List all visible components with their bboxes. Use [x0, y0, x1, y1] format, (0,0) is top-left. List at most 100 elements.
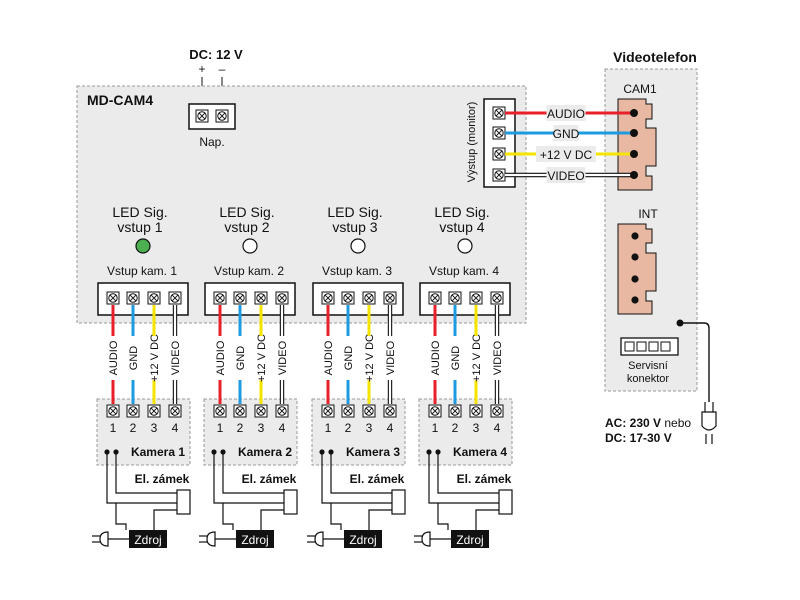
signal-led [457, 238, 473, 254]
cam1-connector [617, 98, 657, 191]
signal-label: +12 V DC [471, 334, 483, 382]
supply-caption: Nap. [199, 135, 224, 149]
input-label: Vstup kam. 4 [429, 264, 499, 278]
camera-label: Kamera 4 [453, 445, 507, 459]
signal-label: VIDEO [385, 340, 397, 375]
signal-led [242, 238, 258, 254]
terminal-number: 4 [172, 421, 179, 435]
lock-icon [176, 489, 191, 515]
videophone-title: Videotelefon [613, 49, 697, 65]
terminal-number: 2 [237, 421, 244, 435]
terminal-number: 3 [151, 421, 158, 435]
input-label: Vstup kam. 1 [107, 264, 177, 278]
led-input-label: vstup 4 [439, 219, 484, 235]
service-label-2: konektor [627, 373, 670, 385]
camera-label: Kamera 3 [346, 445, 400, 459]
terminal-number: 1 [432, 421, 439, 435]
service-label-1: Servisní [628, 360, 668, 372]
supply-terminal [188, 103, 236, 130]
signal-label: VIDEO [492, 340, 504, 375]
terminal-number: 1 [217, 421, 224, 435]
plug-icon [421, 531, 431, 547]
signal-label: +12 V DC [256, 334, 268, 382]
lock-icon [498, 489, 513, 515]
terminal-number: 4 [494, 421, 501, 435]
led-input-label: vstup 1 [117, 219, 162, 235]
camera-label: Kamera 1 [131, 445, 185, 459]
signal-label: GND [450, 346, 462, 371]
terminal-number: 2 [130, 421, 137, 435]
led-label: LED Sig. [112, 204, 167, 220]
signal-label: VIDEO [170, 340, 182, 375]
terminal-number: 4 [279, 421, 286, 435]
signal-led [135, 238, 151, 254]
signal-label: GND [343, 346, 355, 371]
plug-icon [206, 531, 216, 547]
lock-label: El. zámek [135, 472, 190, 486]
signal-label: GND [128, 346, 140, 371]
output-signal-label: GND [553, 127, 580, 141]
signal-label: VIDEO [277, 340, 289, 375]
led-label: LED Sig. [327, 204, 382, 220]
supply-label: DC: 12 V [189, 47, 243, 62]
cam-connector-label: CAM1 [623, 82, 657, 96]
service-connector [620, 337, 679, 356]
input-label: Vstup kam. 3 [322, 264, 392, 278]
signal-label: AUDIO [215, 340, 227, 375]
plug-icon [314, 531, 324, 547]
terminal-number: 3 [473, 421, 480, 435]
led-label: LED Sig. [219, 204, 274, 220]
led-input-label: vstup 3 [332, 219, 377, 235]
signal-label: AUDIO [108, 340, 120, 375]
supply-plus: + [198, 62, 205, 76]
power-supply-label: Zdroj [349, 533, 376, 547]
videophone-power-line1: AC: 230 V nebo [605, 416, 691, 430]
lock-label: El. zámek [457, 472, 512, 486]
signal-label: +12 V DC [149, 334, 161, 382]
signal-label: +12 V DC [364, 334, 376, 382]
terminal-number: 1 [110, 421, 117, 435]
lock-label: El. zámek [350, 472, 405, 486]
terminal-number: 4 [387, 421, 394, 435]
output-signal-label: +12 V DC [540, 148, 593, 162]
output-signal-label: VIDEO [547, 169, 584, 183]
output-label: Výstup (monitor) [466, 102, 478, 183]
power-supply-label: Zdroj [456, 533, 483, 547]
signal-label: AUDIO [430, 340, 442, 375]
int-connector-label: INT [638, 207, 658, 221]
signal-led [350, 238, 366, 254]
lock-label: El. zámek [242, 472, 297, 486]
output-signal-label: AUDIO [547, 107, 585, 121]
terminal-number: 2 [345, 421, 352, 435]
power-supply [344, 530, 382, 548]
output-wiring: AUDIO GND +12 V DC VIDEO [505, 105, 638, 183]
power-supply [451, 530, 489, 548]
signal-label: AUDIO [323, 340, 335, 375]
terminal-number: 3 [258, 421, 265, 435]
power-supply [129, 530, 167, 548]
led-label: LED Sig. [434, 204, 489, 220]
lock-icon [283, 489, 298, 515]
supply-minus: – [219, 62, 226, 76]
plug-icon [99, 531, 109, 547]
power-supply-label: Zdroj [134, 533, 161, 547]
power-supply [236, 530, 274, 548]
input-label: Vstup kam. 2 [214, 264, 284, 278]
terminal-number: 2 [452, 421, 459, 435]
videophone-power-line2: DC: 17-30 V [605, 431, 672, 445]
module-title: MD-CAM4 [87, 92, 153, 108]
lock-icon [391, 489, 406, 515]
terminal-number: 3 [366, 421, 373, 435]
led-input-label: vstup 2 [224, 219, 269, 235]
int-connector [617, 223, 657, 315]
camera-label: Kamera 2 [238, 445, 292, 459]
signal-label: GND [235, 346, 247, 371]
power-supply-label: Zdroj [241, 533, 268, 547]
terminal-number: 1 [325, 421, 332, 435]
